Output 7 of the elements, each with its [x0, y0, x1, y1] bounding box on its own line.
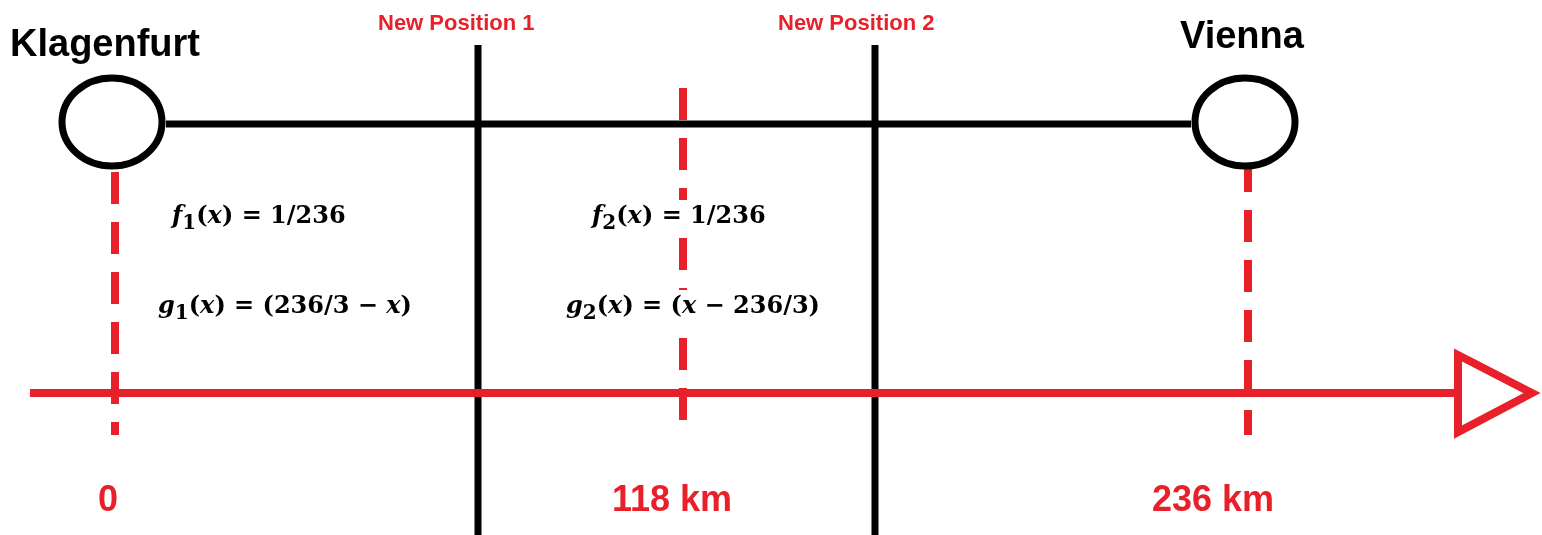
city-name: Klagenfurt [10, 22, 200, 65]
position-label: New Position 2 [778, 10, 935, 36]
distance-label: 118 km [612, 478, 733, 520]
city-name: Vienna [1180, 14, 1304, 57]
position-label: New Position 1 [378, 10, 535, 36]
distance-label: 236 km [1152, 478, 1275, 520]
distance-label: 0 [98, 478, 119, 520]
